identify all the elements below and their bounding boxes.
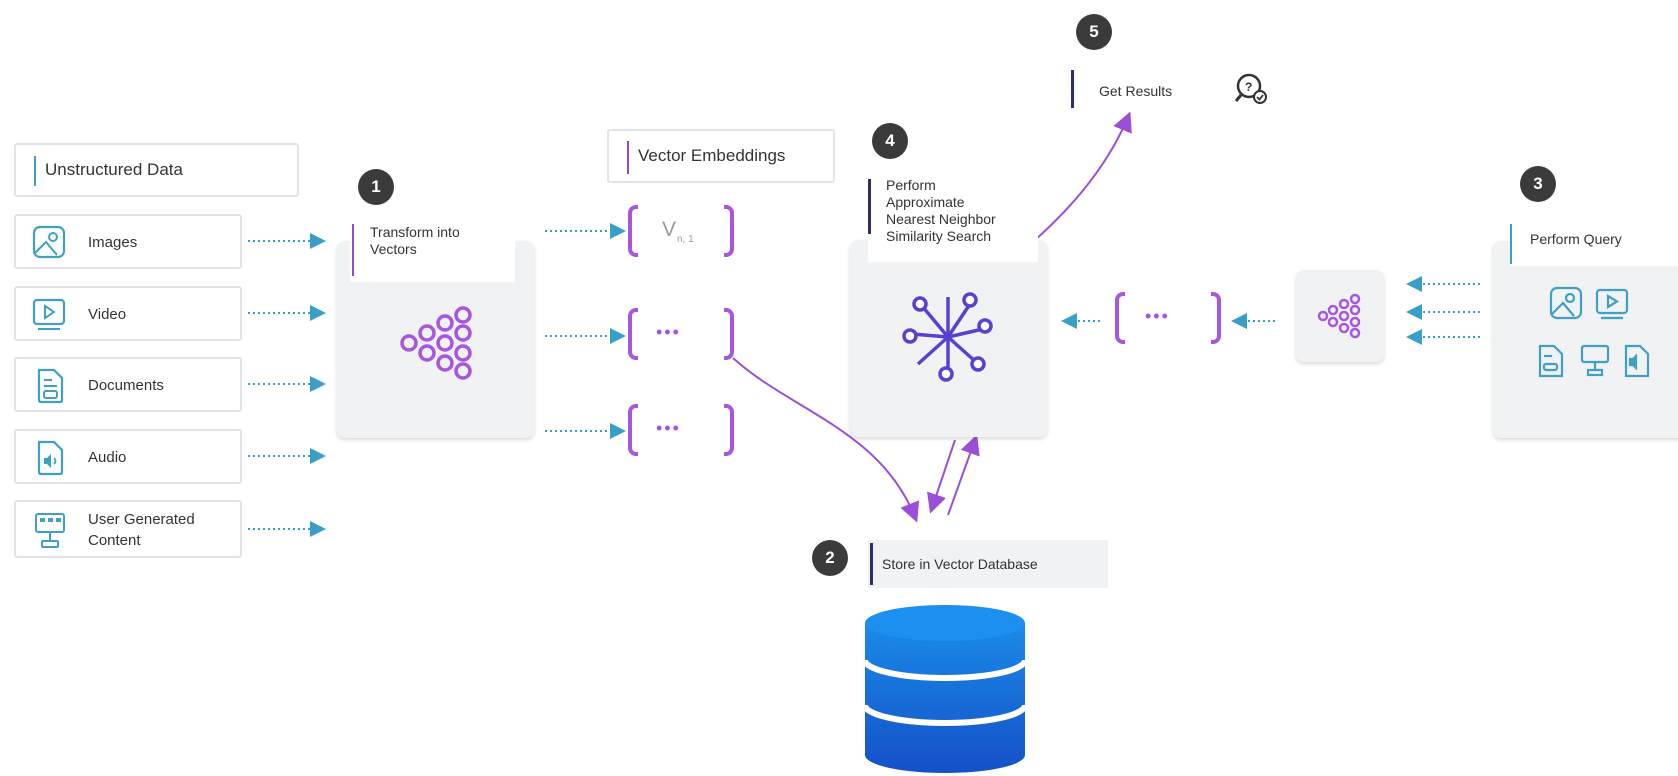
source-images: Images [14, 214, 242, 269]
accent-bar [870, 543, 873, 585]
ellipsis-label: ••• [656, 322, 681, 342]
audio-label: Audio [88, 449, 127, 466]
vector-embeddings-header: Vector Embeddings [607, 129, 835, 183]
source-documents: Documents [14, 357, 242, 412]
neural-network-icon [1317, 293, 1361, 339]
video-label: Video [88, 306, 127, 323]
bracket-right [724, 205, 734, 257]
ann-label-line3: Nearest Neighbor [886, 211, 996, 227]
transform-tag: Transform into Vectors [350, 220, 515, 282]
results-accent-bar [1071, 70, 1074, 108]
similarity-search-icon [902, 292, 993, 382]
video-icon [32, 298, 66, 330]
store-label: Store in Vector Database [882, 556, 1038, 572]
unstructured-data-header: Unstructured Data [14, 143, 299, 197]
source-user-generated-content: User Generated Content [14, 500, 242, 558]
arrow-ann-to-db [927, 439, 956, 514]
perform-query-label: Perform Query [1530, 231, 1622, 247]
user-content-icon [35, 513, 65, 548]
ugc-label-line2: Content [88, 532, 141, 549]
ugc-label-line1: User Generated [88, 511, 195, 528]
image-icon [1549, 286, 1583, 320]
neural-network-icon [400, 306, 472, 380]
step-1-badge: 1 [358, 169, 394, 205]
bracket-right [724, 404, 734, 456]
vector-item-3: ••• [628, 404, 738, 460]
ann-label-line1: Perform [886, 177, 936, 193]
vector-item-1: V n, 1 [628, 205, 738, 261]
step-5-badge: 5 [1076, 14, 1112, 50]
step-2-badge: 2 [812, 540, 848, 576]
vector-subscript-label: n, 1 [677, 234, 694, 245]
bracket-right [1211, 292, 1221, 344]
accent-bar [352, 224, 354, 276]
vector-item-2: ••• [628, 308, 738, 364]
query-panel [1493, 241, 1678, 438]
arrow-db-to-ann [947, 434, 980, 516]
user-content-icon [1580, 344, 1610, 377]
bracket-left [628, 308, 638, 360]
curve-vector-to-db [732, 357, 920, 523]
bracket-left [628, 205, 638, 257]
audio-file-icon [37, 440, 64, 476]
transform-label-line1: Transform into [370, 224, 460, 240]
accent-bar [627, 141, 629, 174]
accent-bar [1510, 224, 1512, 264]
document-icon [1538, 344, 1564, 378]
bracket-right [724, 308, 734, 360]
accent-bar [868, 179, 871, 234]
database-icon [862, 605, 1028, 773]
source-audio: Audio [14, 429, 242, 484]
query-media-icons [1538, 286, 1650, 378]
svg-text:?: ? [1245, 80, 1252, 94]
step-4-badge: 4 [872, 123, 908, 159]
vector-embeddings-label: Vector Embeddings [638, 146, 786, 165]
bracket-left [1115, 292, 1125, 344]
audio-file-icon [1624, 344, 1650, 378]
get-results-label: Get Results [1099, 83, 1173, 99]
curve-ann-to-results [1034, 111, 1132, 241]
unstructured-data-label: Unstructured Data [45, 160, 183, 179]
ann-label-line2: Approximate [886, 194, 965, 210]
source-video: Video [14, 286, 242, 341]
bracket-left [628, 404, 638, 456]
document-icon [37, 368, 64, 404]
images-label: Images [88, 234, 138, 251]
step-3-badge: 3 [1520, 166, 1556, 202]
store-tag: Store in Vector Database [868, 540, 1108, 588]
documents-label: Documents [88, 377, 164, 394]
ann-search-panel [850, 240, 1047, 437]
perform-query-tag: Perform Query [1510, 222, 1678, 266]
video-icon [1595, 288, 1629, 320]
accent-bar [34, 156, 36, 186]
ann-search-tag: Perform Approximate Nearest Neighbor Sim… [868, 176, 1038, 262]
search-result-icon: ? [1234, 73, 1267, 104]
ann-label-line4: Similarity Search [886, 228, 992, 244]
transform-label-line2: Vectors [370, 241, 417, 257]
query-vector: ••• [1115, 292, 1225, 348]
image-icon [32, 225, 66, 259]
query-embedding-panel [1296, 270, 1384, 362]
ellipsis-label: ••• [656, 418, 681, 438]
ellipsis-label: ••• [1145, 306, 1170, 326]
vector-v-label: V [662, 218, 677, 241]
